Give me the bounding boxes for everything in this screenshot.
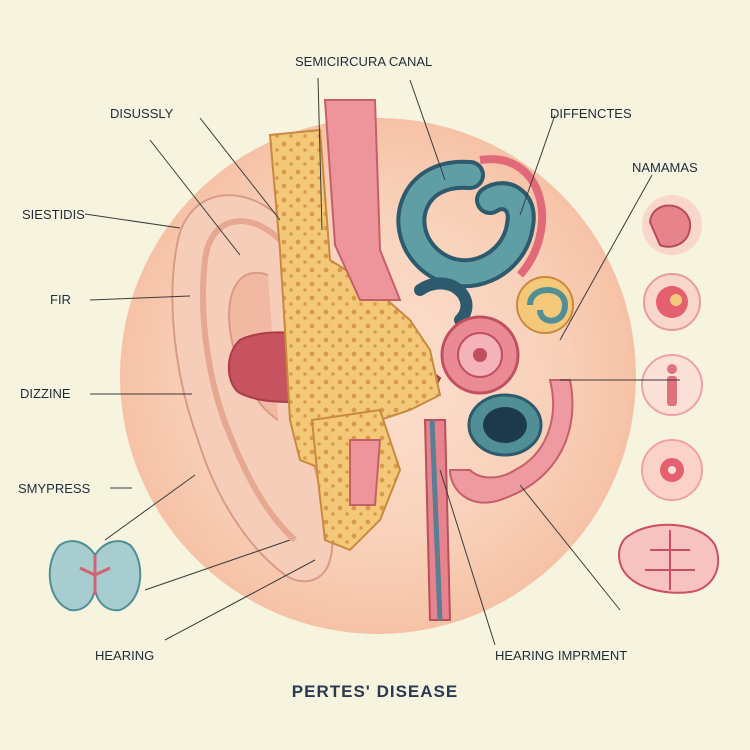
label-diffenctes: DIFFENCTES	[550, 106, 632, 121]
person-icon	[641, 354, 703, 416]
heart-icon	[642, 195, 702, 255]
right-curved-tube	[448, 379, 574, 504]
cell-icon	[641, 439, 703, 501]
label-disussly: DISUSSLY	[110, 106, 174, 121]
leader-lines	[84, 77, 680, 646]
label-hearing: HEARING	[95, 648, 154, 663]
lung-icon	[48, 540, 142, 612]
diagram-title: PERTES' DISEASE	[291, 682, 459, 701]
semicircular-canal	[396, 155, 546, 289]
middle-ear-ring	[440, 315, 520, 395]
label-smypress: SMYPRESS	[18, 481, 91, 496]
lower-tube-left	[349, 439, 382, 506]
round-window	[467, 393, 543, 457]
label-hearing-impairment: HEARING IMPRMENT	[495, 648, 627, 663]
upper-tube	[323, 99, 402, 301]
eye-icon	[643, 273, 701, 331]
label-semicircular-canal: SEMICIRCURA CANAL	[295, 54, 432, 69]
brain-icon	[618, 523, 720, 594]
cochlea	[414, 276, 574, 334]
auditory-nerve	[429, 419, 443, 621]
label-namamas: NAMAMAS	[632, 160, 698, 175]
label-dizzine: DIZZINE	[20, 386, 71, 401]
label-siestidis: SIESTIDIS	[22, 207, 85, 222]
label-fir: FIR	[50, 292, 71, 307]
